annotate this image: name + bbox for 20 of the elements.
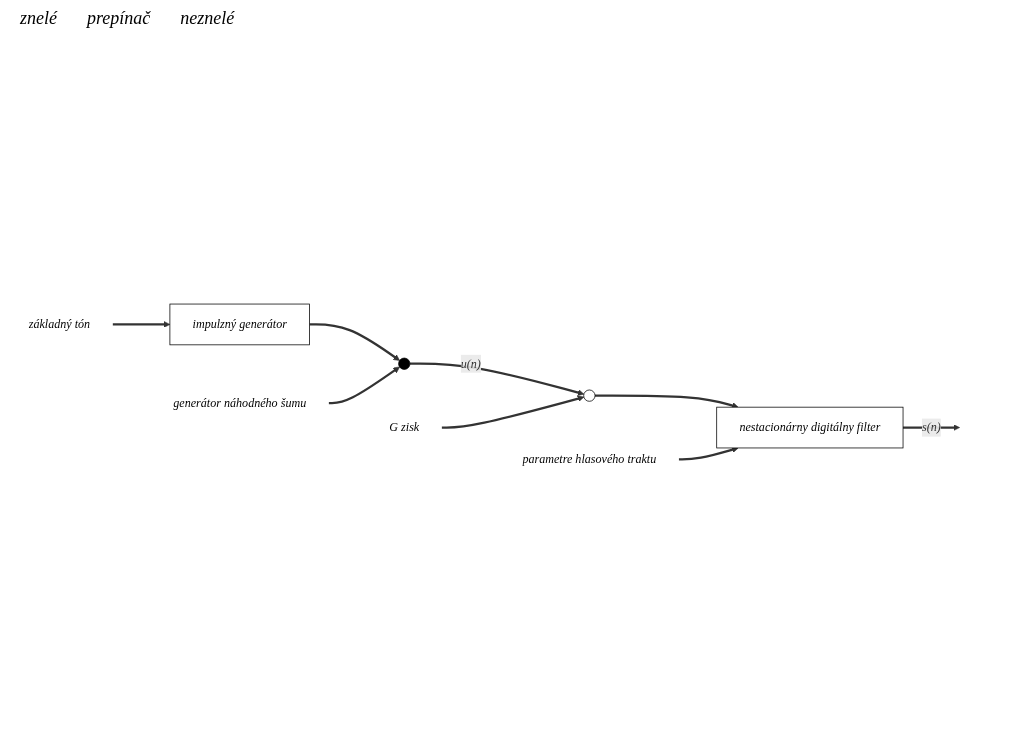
edge-label: u(n)	[460, 356, 481, 370]
node-text: generátor náhodného šumu	[173, 396, 307, 410]
arrow	[409, 362, 585, 396]
switch-position-label: znelé	[20, 8, 57, 29]
switch-position-label: prepínač	[87, 8, 151, 29]
node-box: nestacionárny digitálny filter	[716, 406, 904, 449]
switch-position-label: neznelé	[180, 8, 235, 29]
node-text: G zisk	[389, 420, 420, 434]
arrow	[112, 321, 171, 328]
node-text: parametre hlasového traktu	[522, 452, 657, 466]
arrow	[595, 394, 739, 409]
arrow	[328, 366, 400, 405]
arrow	[441, 395, 585, 429]
node-text: základný tón	[28, 317, 91, 331]
arrow	[309, 323, 400, 361]
node-box: impulzný generátor	[169, 303, 310, 346]
node-switch	[398, 357, 411, 370]
edge-label: s(n)	[921, 420, 941, 434]
node-circle	[583, 389, 596, 402]
arrow	[678, 446, 739, 461]
